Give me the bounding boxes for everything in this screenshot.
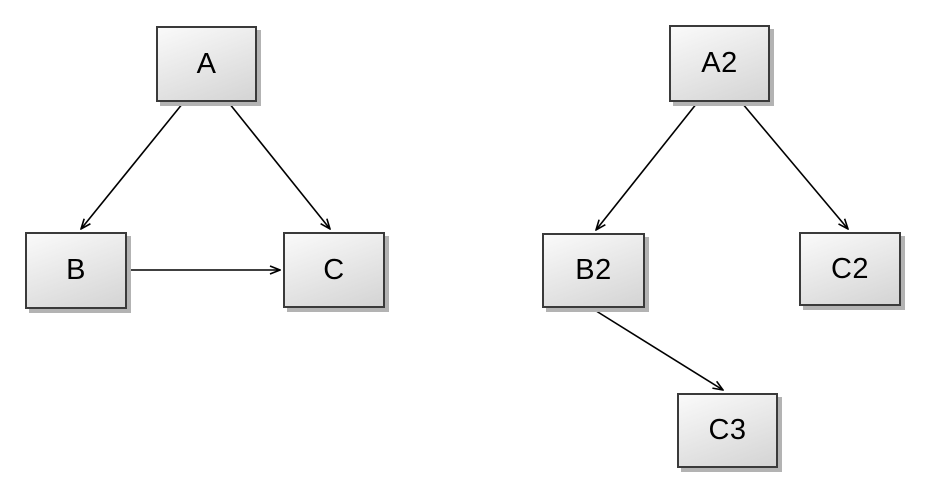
node-label: C [323, 253, 345, 286]
node-C2: C2 [799, 232, 901, 306]
node-B2: B2 [542, 233, 645, 308]
edge-B2-C3 [592, 308, 723, 390]
edge-A2-C2 [741, 102, 848, 229]
edge-A2-B2 [596, 102, 698, 230]
node-C: C [283, 232, 385, 308]
node-label: B2 [575, 254, 612, 286]
node-label: C2 [830, 252, 870, 285]
node-label: C3 [708, 414, 747, 446]
node-A2: A2 [669, 25, 770, 102]
node-C3: C3 [677, 393, 778, 468]
node-B: B [25, 232, 127, 309]
edge-A-C [228, 102, 330, 229]
node-label: B [66, 254, 86, 286]
node-label: A2 [701, 47, 738, 79]
node-A: A [156, 26, 257, 102]
node-label: A [196, 47, 217, 80]
edge-A-B [81, 102, 184, 229]
